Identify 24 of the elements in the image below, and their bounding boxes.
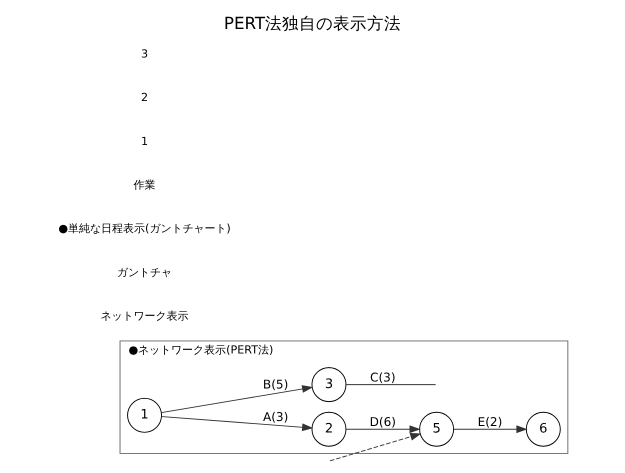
arrow (453, 425, 528, 434)
arrow (161, 416, 314, 432)
label: 3 (141, 47, 148, 60)
edge-label: E(2) (478, 414, 502, 429)
edge-label: A(3) (262, 410, 288, 424)
node-circle: 3 (312, 367, 346, 402)
connector (346, 384, 436, 386)
arrow (330, 432, 422, 462)
arrow (161, 385, 314, 414)
arrow (346, 425, 421, 434)
edge-label: B(5) (262, 378, 288, 392)
edge-label: C(3) (370, 370, 396, 384)
node-circle: 6 (526, 412, 561, 447)
label: 1 (141, 134, 148, 148)
node-circle: 1 (127, 398, 162, 433)
label: 作業 (134, 178, 156, 192)
label: 2 (141, 91, 148, 104)
node-circle: 2 (312, 412, 346, 447)
label: ガントチャ (117, 266, 172, 279)
edge-label: D(6) (370, 414, 396, 429)
diagram-title: PERT法独自の表示方法 (224, 12, 402, 33)
node-circle: 5 (419, 412, 454, 447)
label: ネットワーク表示 (100, 310, 189, 323)
label: ●単純な日程表示(ガントチャート) (58, 222, 231, 236)
